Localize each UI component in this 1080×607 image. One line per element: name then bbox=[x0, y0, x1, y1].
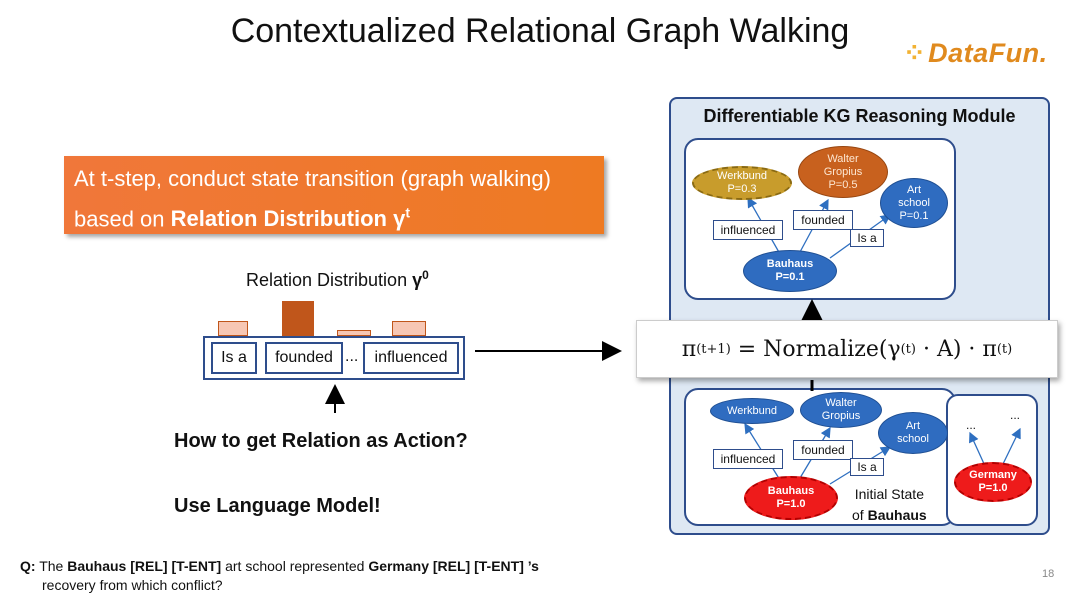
q-line2: recovery from which conflict? bbox=[42, 577, 223, 593]
datafun-logo: ⁘DataFun. bbox=[903, 38, 1048, 69]
q-prefix: Q: bbox=[20, 558, 36, 574]
q-germany: Germany [REL] [T-ENT] ’s bbox=[368, 558, 539, 574]
top-rel-founded: founded bbox=[793, 210, 853, 230]
page-number: 18 bbox=[1042, 568, 1055, 580]
bottom-rel-isa: Is a bbox=[850, 458, 884, 476]
module-title: Differentiable KG Reasoning Module bbox=[703, 106, 1016, 126]
logo-dots-icon: ⁘ bbox=[903, 38, 927, 68]
bar-isa bbox=[218, 321, 248, 336]
bar-ellipsis bbox=[337, 330, 371, 336]
germany-ellipsis-left: ... bbox=[966, 418, 977, 432]
germany-graph-panel bbox=[946, 394, 1038, 526]
bottom-rel-influenced: influenced bbox=[713, 449, 783, 469]
banner-bold: Relation Distribution γt bbox=[170, 205, 410, 232]
gamma-sup: 0 bbox=[422, 268, 429, 282]
relation-cell-ellipsis: ... bbox=[345, 348, 359, 365]
bottom-rel-founded: founded bbox=[793, 440, 853, 460]
example-question: Q: The Bauhaus [REL] [T-ENT] art school … bbox=[20, 558, 539, 593]
logo-text: DataFun. bbox=[928, 38, 1048, 68]
bottom-node-werkbund: Werkbund bbox=[710, 398, 794, 424]
transition-formula: π(t+1) = Normalize(γ(t) · A) · π(t) bbox=[636, 320, 1058, 378]
relation-cell-isa: Is a bbox=[211, 342, 257, 374]
top-rel-isa: Is a bbox=[850, 229, 884, 247]
initial-state-label: Initial State of Bauhaus bbox=[852, 486, 927, 523]
relation-cell-influenced: influenced bbox=[363, 342, 459, 374]
slide-title: Contextualized Relational Graph Walking bbox=[230, 12, 850, 50]
relation-distribution-label: Relation Distribution γ0 bbox=[246, 268, 429, 290]
bar-influenced bbox=[392, 321, 426, 336]
answer-lm: Use Language Model! bbox=[174, 495, 381, 517]
bar-founded bbox=[282, 301, 314, 336]
top-rel-influenced: influenced bbox=[713, 220, 783, 240]
banner-text: At t-step, conduct state transition (gra… bbox=[74, 166, 551, 232]
banner-sup: t bbox=[405, 205, 410, 221]
banner: At t-step, conduct state transition (gra… bbox=[64, 156, 604, 234]
question-how: How to get Relation as Action? bbox=[174, 430, 468, 452]
gamma-symbol: γ bbox=[412, 270, 423, 290]
germany-ellipsis-right: ... bbox=[1010, 408, 1021, 422]
relation-vector: Is a founded ... influenced bbox=[203, 336, 465, 380]
relation-cell-founded: founded bbox=[265, 342, 343, 374]
q-bauhaus: Bauhaus [REL] [T-ENT] bbox=[67, 558, 222, 574]
